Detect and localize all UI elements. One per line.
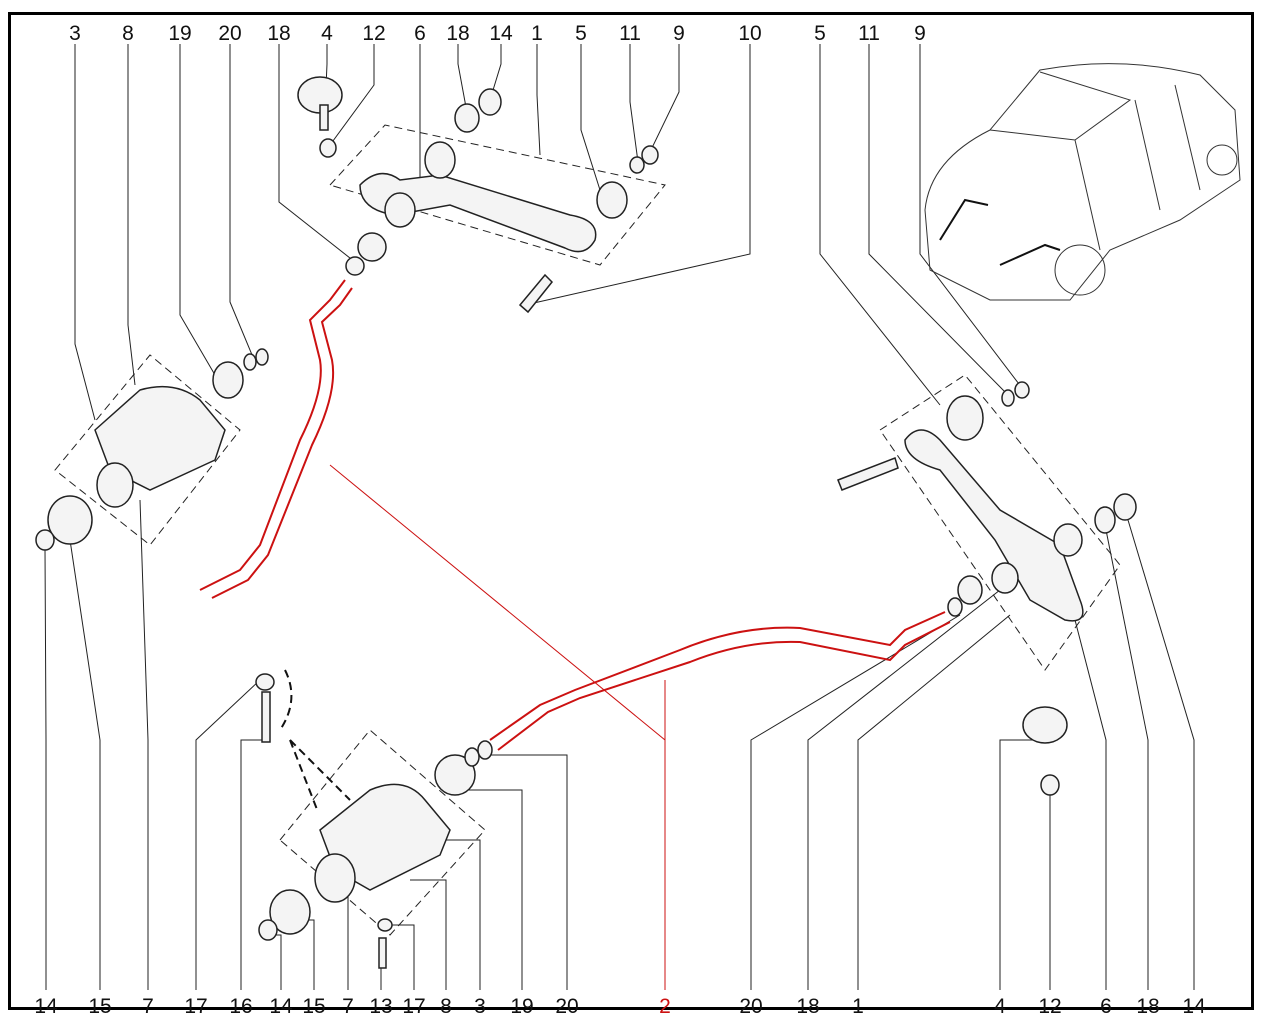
bottom-callout-label: 20	[555, 995, 578, 1018]
top-callout-label: 3	[69, 22, 81, 45]
bottom-callout-label: 1	[852, 995, 864, 1018]
bottom-callout-label: 15	[88, 995, 111, 1018]
leader-line	[329, 44, 375, 146]
top-callout-label: 12	[362, 22, 385, 45]
bottom-callout-label: 20	[739, 995, 762, 1018]
bottom-callout-label: 16	[229, 995, 252, 1018]
bottom-callout-label: 15	[302, 995, 325, 1018]
leader-line	[410, 879, 447, 990]
leader-line	[127, 44, 136, 386]
bottom-callout-label: 17	[402, 995, 425, 1018]
leader-line	[475, 754, 568, 990]
bottom-callout-label: 2	[659, 995, 671, 1018]
leader-line	[629, 44, 639, 163]
left-bracket-assembly	[35, 348, 269, 551]
bottom-callout-label: 14	[1182, 995, 1206, 1018]
leader-line	[229, 44, 256, 363]
top-callout-label: 5	[814, 22, 826, 45]
bottom-callout-label: 13	[369, 995, 392, 1018]
bottom-callout-label: 14	[34, 995, 58, 1018]
leader-line	[919, 44, 1023, 389]
leader-line	[868, 44, 1009, 396]
leader-line	[278, 44, 356, 263]
leader-line	[386, 924, 415, 990]
leader-line	[139, 499, 149, 990]
leader-line	[69, 539, 101, 990]
leader-line	[580, 44, 601, 191]
leader-line	[195, 679, 261, 990]
bottom-callout-label: 14	[269, 995, 293, 1018]
leader-line	[457, 44, 469, 119]
car-thumbnail	[924, 63, 1241, 301]
leader-line	[819, 44, 941, 406]
top-callout-label: 10	[738, 22, 761, 45]
top-callout-label: 18	[267, 22, 290, 45]
leader-line	[524, 44, 751, 306]
leader-line	[329, 464, 666, 990]
leader-lines	[44, 44, 1195, 990]
leader-line	[240, 739, 265, 990]
bottom-callout-label: 7	[142, 995, 154, 1018]
top-callout-label: 1	[531, 22, 543, 45]
leader-line	[649, 44, 680, 153]
bottom-callout-label: 18	[796, 995, 819, 1018]
leader-line	[340, 894, 349, 990]
top-callout-label: 14	[489, 22, 513, 45]
leader-line	[44, 547, 47, 990]
top-callout-label: 5	[575, 22, 587, 45]
top-callout-label: 6	[414, 22, 426, 45]
bottom-callout-label: 19	[510, 995, 533, 1018]
bottom-callout-label: 6	[1100, 995, 1112, 1018]
top-callout-label: 20	[218, 22, 241, 45]
bottom-callout-label: 8	[440, 995, 452, 1018]
leader-line	[1124, 509, 1195, 990]
top-callout-label: 9	[914, 22, 926, 45]
leader-line	[74, 44, 96, 421]
top-callout-label: 11	[619, 22, 641, 45]
upper-link-arm	[297, 76, 899, 491]
top-callout-label: 19	[168, 22, 191, 45]
bottom-callout-label: 4	[994, 995, 1006, 1018]
leader-line	[1074, 619, 1107, 990]
leader-line	[750, 614, 961, 990]
diagram-frame	[8, 12, 1254, 1010]
leader-line	[1104, 524, 1149, 990]
bottom-callout-label: 18	[1136, 995, 1159, 1018]
leader-line	[179, 44, 216, 376]
leader-line	[455, 789, 523, 990]
top-callout-label: 9	[673, 22, 685, 45]
bottom-callout-label: 12	[1038, 995, 1061, 1018]
top-callout-label: 18	[446, 22, 469, 45]
stabilizer-bar-highlighted	[199, 279, 951, 751]
top-callout-label: 8	[122, 22, 134, 45]
top-callout-label: 11	[858, 22, 880, 45]
leader-line	[857, 614, 1011, 990]
bottom-callout-label: 3	[474, 995, 486, 1018]
leader-line	[268, 934, 282, 990]
lower-bracket-assembly	[255, 669, 493, 969]
bottom-callout-label: 7	[342, 995, 354, 1018]
right-link-arm	[879, 374, 1137, 796]
leader-line	[536, 44, 541, 156]
bottom-callout-label: 17	[184, 995, 207, 1018]
leader-line	[999, 739, 1040, 990]
leader-line	[489, 44, 502, 101]
leader-line	[807, 589, 1001, 990]
leader-line	[440, 839, 481, 990]
top-callout-label: 4	[321, 22, 333, 45]
